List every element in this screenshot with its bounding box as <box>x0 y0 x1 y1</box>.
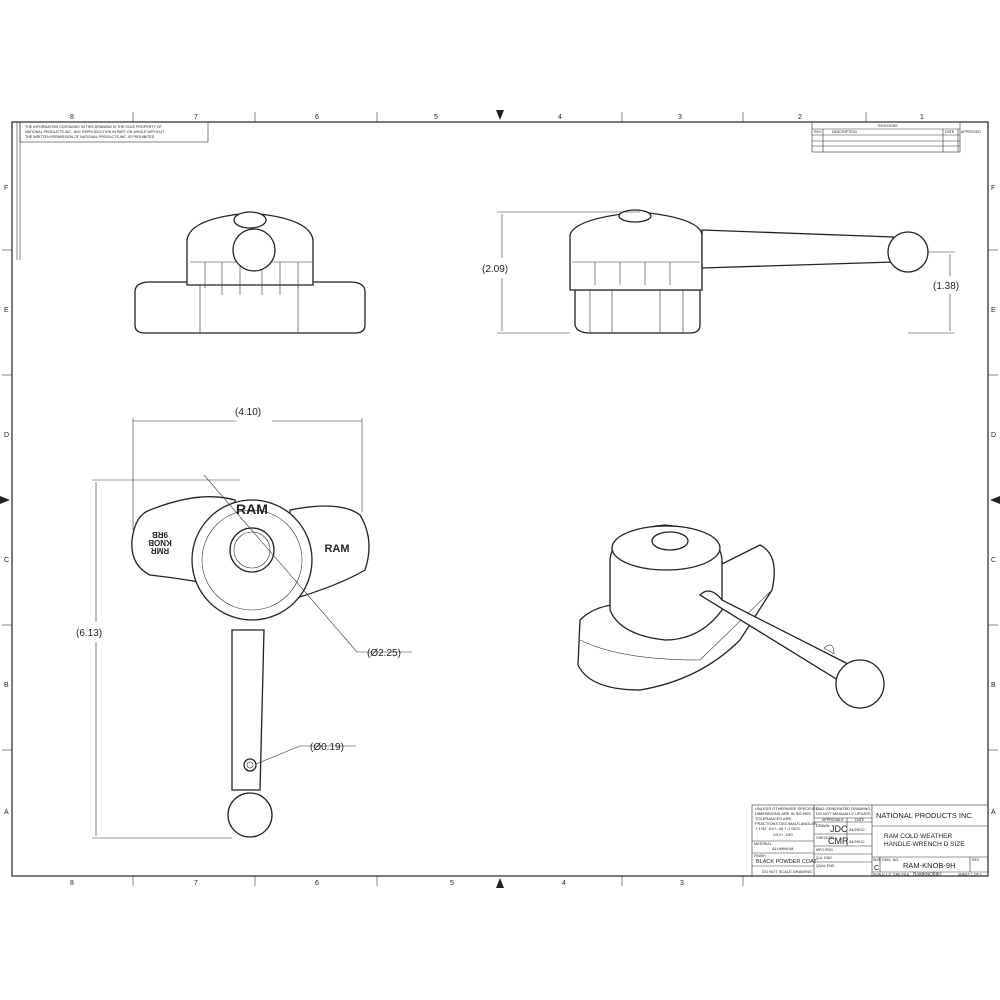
rev-header-description: DESCRIPTION <box>832 130 857 134</box>
company-name: NATIONAL PRODUCTS INC. <box>876 811 974 820</box>
zone-col-5-bottom: 5 <box>450 880 454 887</box>
zone-col-6-bottom: 6 <box>315 880 319 887</box>
zone-row-c-right: C <box>991 557 996 564</box>
dim-height-side: (2.09) <box>482 264 508 275</box>
tolerance-line-6: .XXX+-.030 <box>772 832 793 837</box>
logo-ram-top: RAM <box>236 501 268 517</box>
tolerance-line-2: DIMENSIONS ARE IN INCHES <box>755 811 811 816</box>
zone-col-3-bottom: 3 <box>680 880 684 887</box>
front-view <box>134 211 366 334</box>
zone-row-f: F <box>4 185 8 192</box>
dwg-no: RAM-KNOB-9H <box>903 861 956 870</box>
side-view-dimensions <box>497 211 955 334</box>
zone-row-d: D <box>4 432 9 439</box>
top-view <box>131 496 370 838</box>
zone-col-6: 6 <box>315 114 319 121</box>
zone-col-1: 1 <box>920 114 924 121</box>
notice-line-2: NATIONAL PRODUCTS,INC.. ANY REPRODUCTION… <box>25 130 165 134</box>
svg-text:KNOB: KNOB <box>148 538 172 547</box>
cad-file: RAMKNOB9H <box>913 872 942 877</box>
zone-col-4: 4 <box>558 114 562 121</box>
mfg-label: MFG ENG <box>816 848 833 852</box>
notice-line-3: THE WRITTEN PERMISSION OF NATIONAL PRODU… <box>25 135 155 139</box>
tolerance-line-1: UNLESS OTHERWISE SPECIFIED <box>755 806 819 811</box>
zone-col-3: 3 <box>678 114 682 121</box>
notice-box <box>19 121 209 143</box>
zone-row-e: E <box>4 307 9 314</box>
scale-label: SCALE 1:2 <box>873 873 891 877</box>
title-block-grid <box>751 804 989 877</box>
zone-col-7-bottom: 7 <box>194 880 198 887</box>
checked-by: CMR <box>828 836 849 846</box>
zone-row-b-right: B <box>991 682 996 689</box>
zone-markers: 8 7 6 5 4 3 2 1 8 7 6 5 4 3 F E D C B A … <box>0 110 1000 888</box>
drawn-by: JDC <box>830 824 848 834</box>
dim-width-top: (4.10) <box>235 407 261 418</box>
wing-label: RMR KNOB 9RB <box>148 530 172 555</box>
sheet-label: SHEET 1 OF 1 <box>958 873 982 877</box>
date-header: DATE <box>855 818 865 822</box>
zone-row-a: A <box>4 809 9 816</box>
material-value: ALUMINUM <box>772 846 793 851</box>
logo-ram-wing: RAM <box>324 543 349 555</box>
tolerance-line-5: +-1/32 .XX+-.06 +-1 DEG. <box>755 826 801 831</box>
zone-col-8: 8 <box>70 114 74 121</box>
dim-knob-diameter: (Ø2.25) <box>367 648 401 659</box>
zone-col-2: 2 <box>798 114 802 121</box>
drawn-label: DRAWN <box>816 824 830 828</box>
zone-row-c: C <box>4 557 9 564</box>
zone-col-4-bottom: 4 <box>562 880 566 887</box>
finish-value: BLACK POWDER COAT <box>756 859 817 865</box>
svg-text:RMR: RMR <box>151 546 169 555</box>
size-label: SIZE <box>873 858 882 862</box>
zone-col-5: 5 <box>434 114 438 121</box>
title-block: UNLESS OTHERWISE SPECIFIED DIMENSIONS AR… <box>754 806 982 877</box>
side-view <box>569 209 929 334</box>
zone-col-7: 7 <box>194 114 198 121</box>
rev-header-rev: REV. <box>814 130 822 134</box>
qa-label: Q.A. ENG <box>816 856 832 860</box>
cad-file-label: CAD FILE <box>893 873 910 877</box>
dim-ball-height: (1.38) <box>933 281 959 292</box>
dim-length-top: (6.13) <box>76 628 102 639</box>
revisions-table <box>811 121 961 153</box>
checked-label: CHECKED <box>816 836 834 840</box>
cad-note-1: CAD GENERATED DRAWING, <box>816 806 872 811</box>
revisions-title: REVISIONS <box>878 124 898 128</box>
checked-date: 04/29/12 <box>849 839 865 844</box>
drawing-title-1: RAM COLD WEATHER <box>884 833 952 840</box>
top-view-dimensions <box>92 418 412 839</box>
zone-row-a-right: A <box>991 809 996 816</box>
dim-hole-diameter: (Ø0.19) <box>310 742 344 753</box>
drawing-border <box>11 121 989 877</box>
finish-label: FINISH <box>754 854 766 858</box>
size-value: C <box>874 865 879 872</box>
scale-note: DO NOT SCALE DRAWING <box>762 869 812 874</box>
zone-row-e-right: E <box>991 307 996 314</box>
cad-note-2: DO NOT MANUALLY UPDATE <box>816 811 871 816</box>
drawing-title-2: HANDLE-WRENCH D SIZE <box>884 841 965 848</box>
rev-header-date: DATE <box>945 130 955 134</box>
material-label: MATERIAL <box>754 842 772 846</box>
zone-row-d-right: D <box>991 432 996 439</box>
drawn-date: 04/29/12 <box>849 827 865 832</box>
tolerance-line-3: TOLERANCES ARE: <box>755 816 792 821</box>
isometric-view <box>577 524 885 709</box>
zone-row-f-right: F <box>991 185 995 192</box>
rev-header-approved: APPROVED <box>961 130 981 134</box>
qual-label: QUAL ENG <box>816 864 835 868</box>
zone-row-b: B <box>4 682 9 689</box>
approvals-header: APPROVALS <box>822 818 844 822</box>
rev-label: REV <box>972 858 980 862</box>
svg-text:9RB: 9RB <box>152 530 168 539</box>
center-arrow-icons <box>0 110 1000 888</box>
dwg-no-label: DWG. NO. <box>882 858 899 862</box>
tolerance-line-4: FRACTIONS DECIMALS ANGLES <box>755 821 817 826</box>
zone-col-8-bottom: 8 <box>70 880 74 887</box>
notice-line-1: THE INFORMATION CONTAINED IN THIS DRAWIN… <box>25 125 162 129</box>
